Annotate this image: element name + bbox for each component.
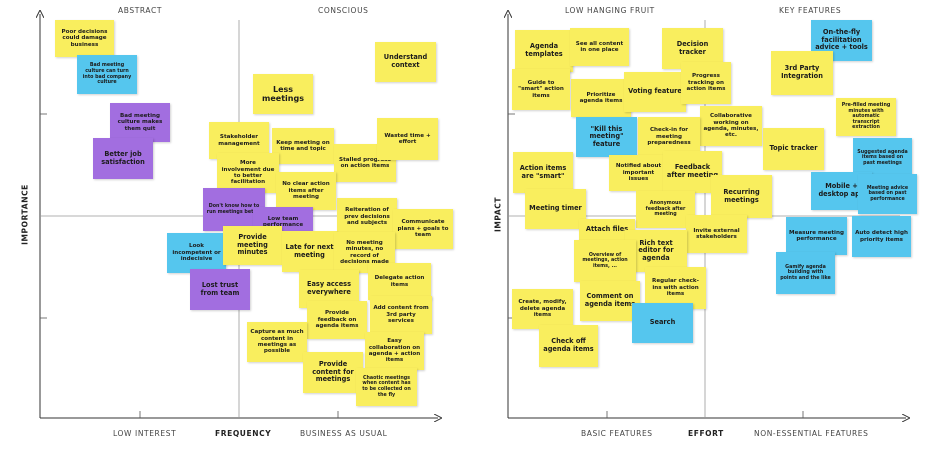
sticky-note[interactable]: Poor decisions could damage business: [55, 20, 114, 57]
sticky-note[interactable]: Attach files: [579, 219, 635, 241]
sticky-note[interactable]: Collaborative working on agenda, minutes…: [700, 106, 762, 146]
left-x-axis-title: FREQUENCY: [215, 429, 272, 438]
sticky-note[interactable]: Late for next meeting: [282, 231, 337, 272]
sticky-note[interactable]: Regular check-ins with action items: [645, 267, 706, 309]
sticky-note[interactable]: Agenda templates: [515, 30, 573, 72]
sticky-note[interactable]: Search: [632, 303, 693, 343]
sticky-note[interactable]: Add content from 3rd party services: [370, 296, 432, 334]
sticky-note[interactable]: Measure meeting performance: [786, 217, 847, 255]
right-top-left-label: LOW HANGING FRUIT: [565, 6, 655, 15]
sticky-note[interactable]: Easy collaboration on agenda + action it…: [365, 332, 424, 370]
sticky-note[interactable]: Less meetings: [253, 74, 313, 114]
sticky-note[interactable]: Capture as much content in meetings as p…: [247, 322, 307, 362]
sticky-note[interactable]: Wasted time + effort: [377, 118, 438, 160]
sticky-note[interactable]: No clear action items after meeting: [276, 172, 336, 210]
sticky-note[interactable]: Reiteration of prev decisions and subjec…: [337, 198, 397, 236]
sticky-note[interactable]: Lost trust from team: [190, 269, 250, 310]
sticky-note[interactable]: Suggested agenda items based on past mee…: [853, 138, 912, 178]
right-bottom-right-label: NON-ESSENTIAL FEATURES: [754, 429, 869, 438]
sticky-note[interactable]: "Kill this meeting" feature: [576, 117, 637, 157]
sticky-note[interactable]: Meeting advice based on past performance: [858, 174, 917, 214]
sticky-note[interactable]: Check-in for meeting preparedness: [638, 117, 700, 157]
sticky-note[interactable]: Meeting timer: [525, 189, 586, 229]
sticky-note[interactable]: Topic tracker: [763, 128, 824, 170]
sticky-note[interactable]: Invite external stakeholders: [686, 215, 747, 253]
sticky-note[interactable]: Stakeholder management: [209, 122, 269, 159]
sticky-note[interactable]: Bad meeting culture makes them quit: [110, 103, 170, 142]
sticky-note[interactable]: Better job satisfaction: [93, 138, 153, 179]
sticky-note[interactable]: Provide feedback on agenda items: [307, 301, 367, 339]
sticky-note[interactable]: Guide to "smart" action items: [512, 69, 570, 110]
sticky-note[interactable]: Bad meeting culture can turn into bad co…: [77, 55, 137, 94]
sticky-note[interactable]: 3rd Party Integration: [771, 51, 833, 95]
sticky-note[interactable]: Create, modify, delete agenda items: [512, 289, 573, 329]
left-top-left-label: ABSTRACT: [118, 6, 163, 15]
sticky-note[interactable]: Check off agenda items: [539, 325, 598, 367]
sticky-note[interactable]: Gamify agenda building with points and t…: [776, 252, 835, 294]
sticky-note[interactable]: Anonymous feedback after meeting: [636, 191, 695, 228]
sticky-note[interactable]: Decision tracker: [662, 28, 723, 69]
sticky-note[interactable]: Provide meeting minutes: [223, 226, 282, 265]
sticky-note[interactable]: See all content in one place: [570, 28, 629, 66]
left-top-right-label: CONSCIOUS: [318, 6, 369, 15]
sticky-note[interactable]: Look incompetent or indecisive: [167, 233, 226, 273]
left-y-axis-title: IMPORTANCE: [20, 184, 30, 245]
sticky-note[interactable]: Keep meeting on time and topic: [272, 128, 334, 164]
sticky-note[interactable]: Comment on agenda items: [580, 281, 640, 321]
sticky-note[interactable]: Auto detect high priority items: [852, 216, 911, 257]
sticky-note[interactable]: More involvement due to better facilitat…: [217, 153, 279, 193]
right-top-right-label: KEY FEATURES: [779, 6, 842, 15]
sticky-note[interactable]: Delegate action items: [368, 263, 431, 300]
sticky-note[interactable]: Communicate plans + goals to team: [393, 209, 453, 249]
sticky-note[interactable]: Progress tracking on action items: [681, 62, 731, 104]
sticky-note[interactable]: Action items are "smart": [513, 152, 573, 193]
right-x-axis-title: EFFORT: [688, 429, 724, 438]
sticky-note[interactable]: Voting feature: [624, 72, 686, 112]
sticky-note[interactable]: Understand context: [375, 42, 436, 82]
sticky-note[interactable]: Chaotic meetings when content has to be …: [356, 368, 417, 406]
left-bottom-left-label: LOW INTEREST: [113, 429, 177, 438]
right-y-axis-title: IMPACT: [493, 196, 503, 233]
sticky-note[interactable]: Pre-filled meeting minutes with automati…: [836, 98, 896, 136]
sticky-note[interactable]: Notified about important issues: [609, 155, 668, 191]
sticky-note[interactable]: Prioritize agenda items: [571, 79, 631, 117]
sticky-note[interactable]: Provide content for meetings: [303, 352, 363, 393]
sticky-note[interactable]: Recurring meetings: [711, 175, 772, 218]
left-bottom-right-label: BUSINESS AS USUAL: [300, 429, 388, 438]
sticky-note[interactable]: Overview of meetings, action items, ...: [574, 240, 636, 282]
right-bottom-left-label: BASIC FEATURES: [581, 429, 653, 438]
